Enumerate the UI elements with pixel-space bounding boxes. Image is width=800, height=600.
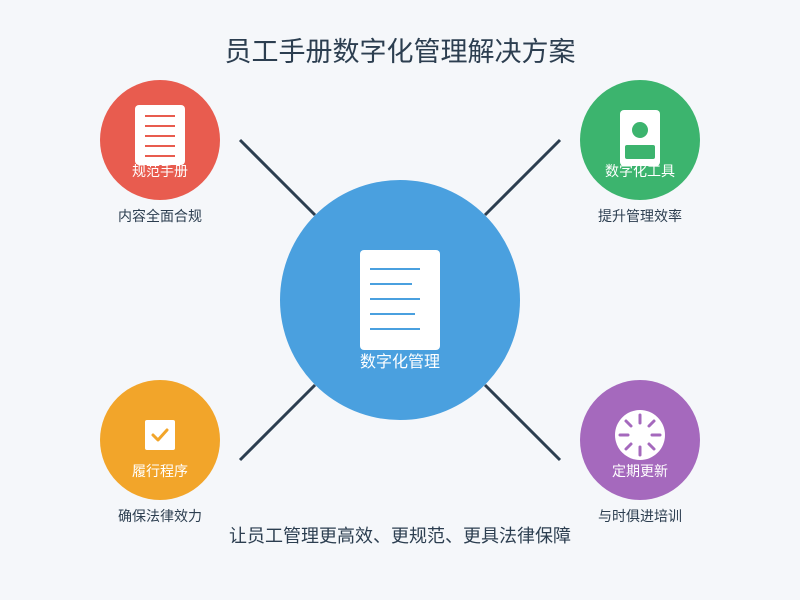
center-label: 数字化管理	[359, 352, 440, 371]
center-hub: 数字化管理	[280, 180, 520, 420]
checkbox-icon	[145, 420, 175, 450]
connector-top-right	[483, 138, 562, 217]
node-standard-manual: 规范手册	[100, 80, 220, 200]
footer-slogan: 让员工管理更高效、更规范、更具法律保障	[229, 526, 571, 547]
node-label: 数字化工具	[605, 164, 675, 180]
loading-spinner-icon	[615, 410, 665, 460]
node-caption: 提升管理效率	[598, 209, 682, 225]
connector-bottom-left	[238, 383, 317, 462]
node-caption: 内容全面合规	[118, 209, 202, 225]
document-icon	[135, 105, 185, 165]
document-icon	[360, 250, 440, 350]
node-label: 规范手册	[132, 164, 188, 180]
node-label: 定期更新	[612, 464, 668, 480]
node-digital-tools: 数字化工具	[580, 80, 700, 200]
id-card-icon	[620, 110, 660, 166]
node-procedure: 履行程序	[100, 380, 220, 500]
node-label: 履行程序	[132, 464, 188, 480]
connector-top-left	[238, 138, 317, 217]
node-caption: 与时俱进培训	[598, 509, 682, 525]
connector-bottom-right	[483, 383, 562, 462]
node-regular-update: 定期更新	[580, 380, 700, 500]
avatar-body	[625, 145, 655, 159]
avatar-circle	[632, 122, 648, 138]
page-title: 员工手册数字化管理解决方案	[224, 37, 576, 68]
node-caption: 确保法律效力	[118, 509, 202, 525]
